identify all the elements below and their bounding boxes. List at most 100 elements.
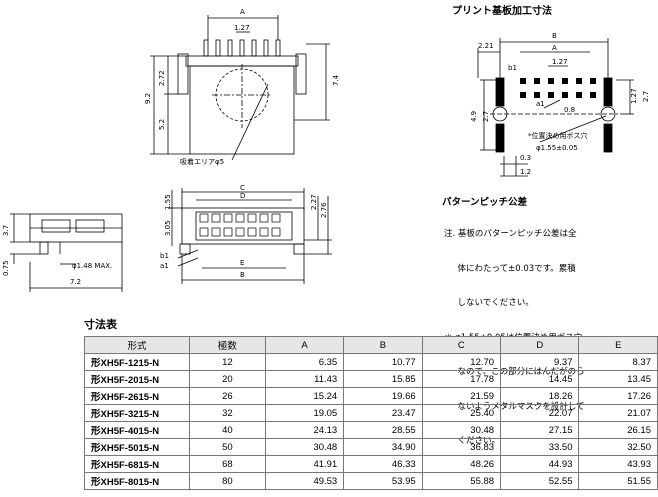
dim-cell: 18.26 bbox=[500, 387, 580, 405]
dim-cell: 51.55 bbox=[578, 472, 658, 490]
dim-cell: 55.88 bbox=[421, 472, 502, 490]
pcb-dim-2-21: 2.21 bbox=[478, 42, 494, 50]
header-d: D bbox=[500, 336, 580, 354]
dim-cell: 23.47 bbox=[343, 404, 423, 422]
pcb-dim-b: B bbox=[552, 32, 557, 40]
header-b: B bbox=[343, 336, 423, 354]
bottom-view bbox=[168, 188, 332, 284]
pcb-layout bbox=[477, 38, 634, 177]
dim-cell: 27.15 bbox=[500, 421, 580, 439]
dim-cell: 34.90 bbox=[343, 438, 423, 456]
bottom-dim-b: B bbox=[240, 271, 245, 279]
dim-cell: 46.33 bbox=[343, 455, 423, 473]
dim-cell: 22.07 bbox=[500, 404, 580, 422]
dim-cell: 14.45 bbox=[500, 370, 580, 388]
dim-cell: 41.91 bbox=[264, 455, 345, 473]
drawing-canvas: A 1.27 2.72 9.2 7.4 5.2 吸着エリアφ5 3.7 0.75… bbox=[2, 8, 650, 292]
header-model: 形式 bbox=[83, 336, 191, 354]
header-e: E bbox=[578, 336, 658, 354]
dim-cell: 52.55 bbox=[500, 472, 580, 490]
side-dim-7-2: 7.2 bbox=[70, 278, 81, 286]
pcb-dim-2-7-right: 2.7 bbox=[642, 91, 650, 102]
side-view bbox=[10, 213, 123, 292]
dim-cell: 17.26 bbox=[578, 387, 658, 405]
bottom-b1-label: b1 bbox=[160, 252, 169, 260]
bottom-dim-2-76: 2.76 bbox=[320, 202, 328, 218]
model-cell: 形XH5F-2015-N bbox=[83, 370, 191, 388]
dim-cell: 6.35 bbox=[264, 353, 345, 371]
dim-cell: 10.77 bbox=[343, 353, 423, 371]
model-cell: 形XH5F-8015-N bbox=[83, 472, 191, 490]
model-cell: 形XH5F-5015-N bbox=[83, 438, 191, 456]
pcb-dim-1-27-right: 1.27 bbox=[630, 88, 638, 104]
dim-cell: 9.37 bbox=[500, 353, 580, 371]
table-title: 寸法表 bbox=[84, 318, 117, 331]
pcb-dim-2-7-left: 2.7 bbox=[482, 111, 490, 122]
side-dim-0-75: 0.75 bbox=[2, 260, 10, 276]
dim-cell: 44.93 bbox=[500, 455, 580, 473]
dim-cell: 26.15 bbox=[578, 421, 658, 439]
bottom-dim-1-55: 1.55 bbox=[164, 194, 172, 210]
pcb-dim-1-27-top: 1.27 bbox=[552, 58, 568, 66]
dim-cell: 36.83 bbox=[421, 438, 502, 456]
dim-cell: 12.70 bbox=[421, 353, 502, 371]
bottom-dim-d: D bbox=[240, 192, 245, 200]
pcb-dim-a: A bbox=[552, 44, 557, 52]
bottom-dim-c: C bbox=[240, 184, 245, 192]
pcb-dim-0-3: 0.3 bbox=[520, 154, 531, 162]
dim-cell: 28.55 bbox=[343, 421, 423, 439]
front-dim-2-72: 2.72 bbox=[158, 70, 166, 86]
front-dim-7-4: 7.4 bbox=[332, 74, 340, 86]
dim-cell: 8.37 bbox=[578, 353, 658, 371]
pcb-dim-0-8: 0.8 bbox=[564, 106, 575, 114]
front-dim-5-2: 5.2 bbox=[158, 119, 166, 130]
model-cell: 形XH5F-4015-N bbox=[83, 421, 191, 439]
bottom-dim-3-05: 3.05 bbox=[164, 220, 172, 236]
tolerance-line: 体にわたって±0.03です。累積 bbox=[444, 263, 576, 274]
dim-cell: 33.50 bbox=[500, 438, 580, 456]
tolerance-title: パターンピッチ公差 bbox=[442, 197, 528, 208]
bottom-dim-2-27: 2.27 bbox=[310, 194, 318, 210]
suction-area-label: 吸着エリアφ5 bbox=[180, 157, 224, 166]
dim-cell: 24.13 bbox=[264, 421, 345, 439]
model-cell: 形XH5F-3215-N bbox=[83, 404, 191, 422]
dim-cell: 17.78 bbox=[421, 370, 502, 388]
dim-cell: 11.43 bbox=[264, 370, 345, 388]
dim-cell: 49.53 bbox=[264, 472, 345, 490]
poles-cell: 32 bbox=[189, 404, 266, 422]
dim-cell: 13.45 bbox=[578, 370, 658, 388]
dim-cell: 48.26 bbox=[421, 455, 502, 473]
bottom-a1-label: a1 bbox=[160, 262, 169, 270]
front-view bbox=[150, 15, 330, 161]
poles-cell: 12 bbox=[189, 353, 266, 371]
pcb-b1-label: b1 bbox=[508, 64, 517, 72]
front-dim-9-2: 9.2 bbox=[144, 93, 152, 104]
poles-cell: 50 bbox=[189, 438, 266, 456]
pcb-a1-label: a1 bbox=[536, 100, 545, 108]
dim-cell: 19.66 bbox=[343, 387, 423, 405]
poles-cell: 40 bbox=[189, 421, 266, 439]
dim-cell: 32.50 bbox=[578, 438, 658, 456]
model-cell: 形XH5F-6815-N bbox=[83, 455, 191, 473]
tolerance-line: 注. 基板のパターンピッチ公差は全 bbox=[444, 229, 577, 239]
pcb-dim-4-9: 4.9 bbox=[470, 111, 478, 122]
poles-cell: 26 bbox=[189, 387, 266, 405]
dim-cell: 43.93 bbox=[578, 455, 658, 473]
dim-cell: 15.24 bbox=[264, 387, 345, 405]
dim-cell: 25.40 bbox=[421, 404, 502, 422]
dim-cell: 21.59 bbox=[421, 387, 502, 405]
pcb-title: プリント基板加工寸法 bbox=[452, 6, 552, 17]
model-cell: 形XH5F-1215-N bbox=[83, 353, 191, 371]
bottom-dim-e: E bbox=[240, 259, 244, 267]
dim-cell: 53.95 bbox=[343, 472, 423, 490]
dim-cell: 19.05 bbox=[264, 404, 345, 422]
pcb-hole-note: *位置決め用ボス穴 bbox=[528, 131, 588, 140]
dim-cell: 30.48 bbox=[264, 438, 345, 456]
